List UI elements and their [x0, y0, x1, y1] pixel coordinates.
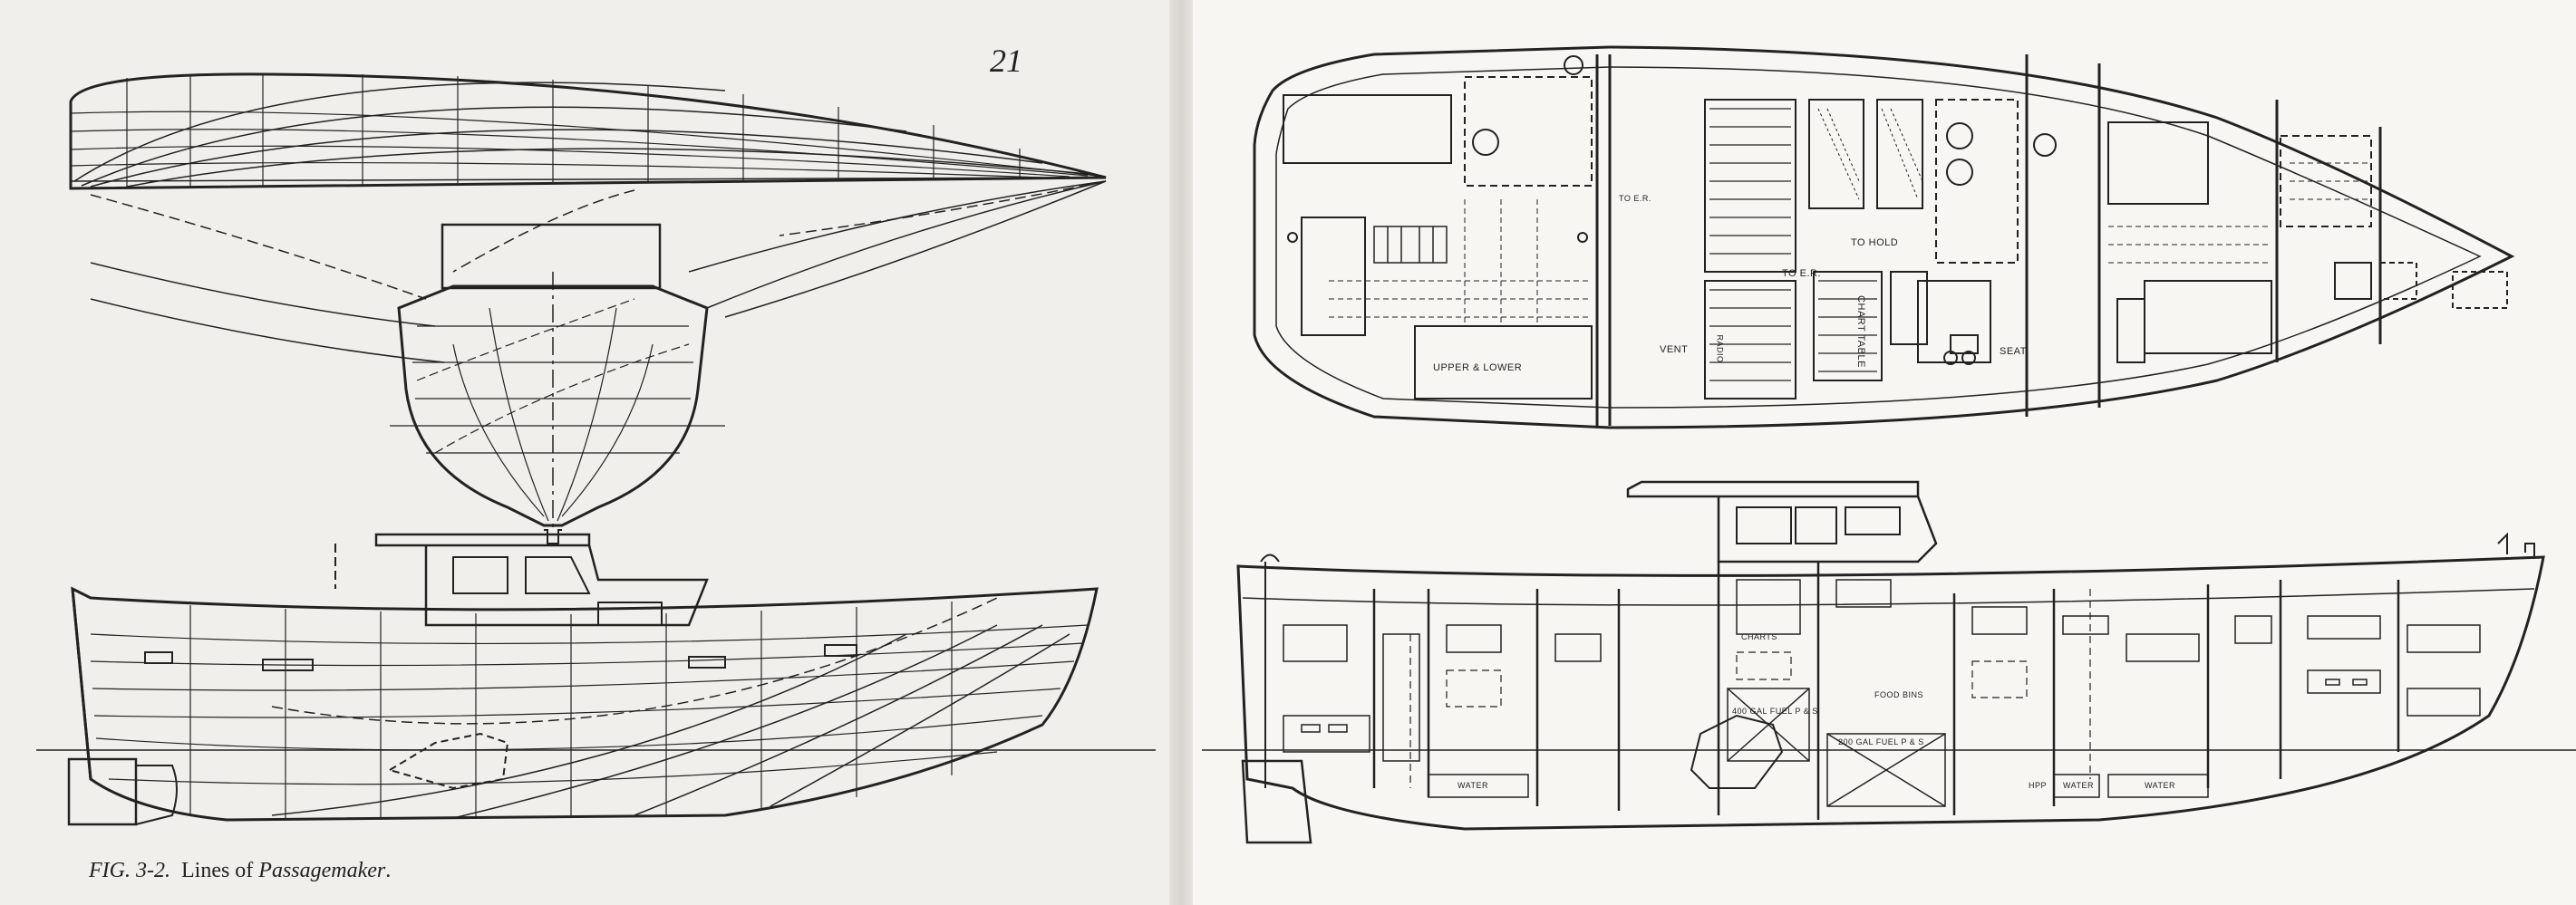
label-seat: SEAT [2000, 346, 2027, 357]
diagonal-curves [90, 180, 1107, 363]
half-breadth-plan [69, 72, 1107, 190]
label-water-2: WATER [2063, 781, 2094, 790]
label-food-bins: FOOD BINS [1874, 690, 1924, 699]
caption-end: . [385, 859, 392, 882]
label-chart-table: CHART TABLE [1855, 295, 1866, 368]
boat-name: Passagemaker [258, 859, 386, 882]
accommodation-plan [1253, 45, 2515, 429]
left-page: 21 [0, 0, 1169, 905]
lines-drawing [36, 72, 1156, 826]
right-page: UPPER & LOWER TO E.R. TO E.R. TO HOLD CH… [1193, 0, 2576, 905]
label-upper-lower: UPPER & LOWER [1433, 362, 1523, 373]
page-number: 21 [990, 43, 1022, 79]
figure-caption: FIG. 3-2. Lines of Passagemaker. [89, 859, 391, 883]
label-to-hold: TO HOLD [1851, 237, 1899, 248]
label-radio: RADIO [1715, 334, 1725, 363]
sheer-profile [36, 533, 1156, 826]
figure-label: FIG. 3-2. [89, 859, 170, 882]
inboard-profile [1202, 480, 2576, 844]
label-water-3: WATER [2145, 781, 2175, 790]
label-vent: VENT [1660, 344, 1689, 355]
label-to-er: TO E.R. [1782, 268, 1822, 279]
label-water-1: WATER [1457, 781, 1488, 790]
caption-text: Lines of [180, 859, 259, 882]
label-fuel-stbd: 200 GAL FUEL P & S [1838, 737, 1924, 746]
body-plan [390, 223, 725, 544]
label-fuel-port: 400 GAL FUEL P & S [1732, 707, 1818, 716]
label-hpp: HPP [2029, 781, 2048, 790]
arrangement-drawing [1202, 45, 2576, 844]
label-charts: CHARTS [1741, 632, 1777, 641]
label-to-er-top: TO E.R. [1619, 194, 1651, 203]
book-gutter [1169, 0, 1193, 905]
